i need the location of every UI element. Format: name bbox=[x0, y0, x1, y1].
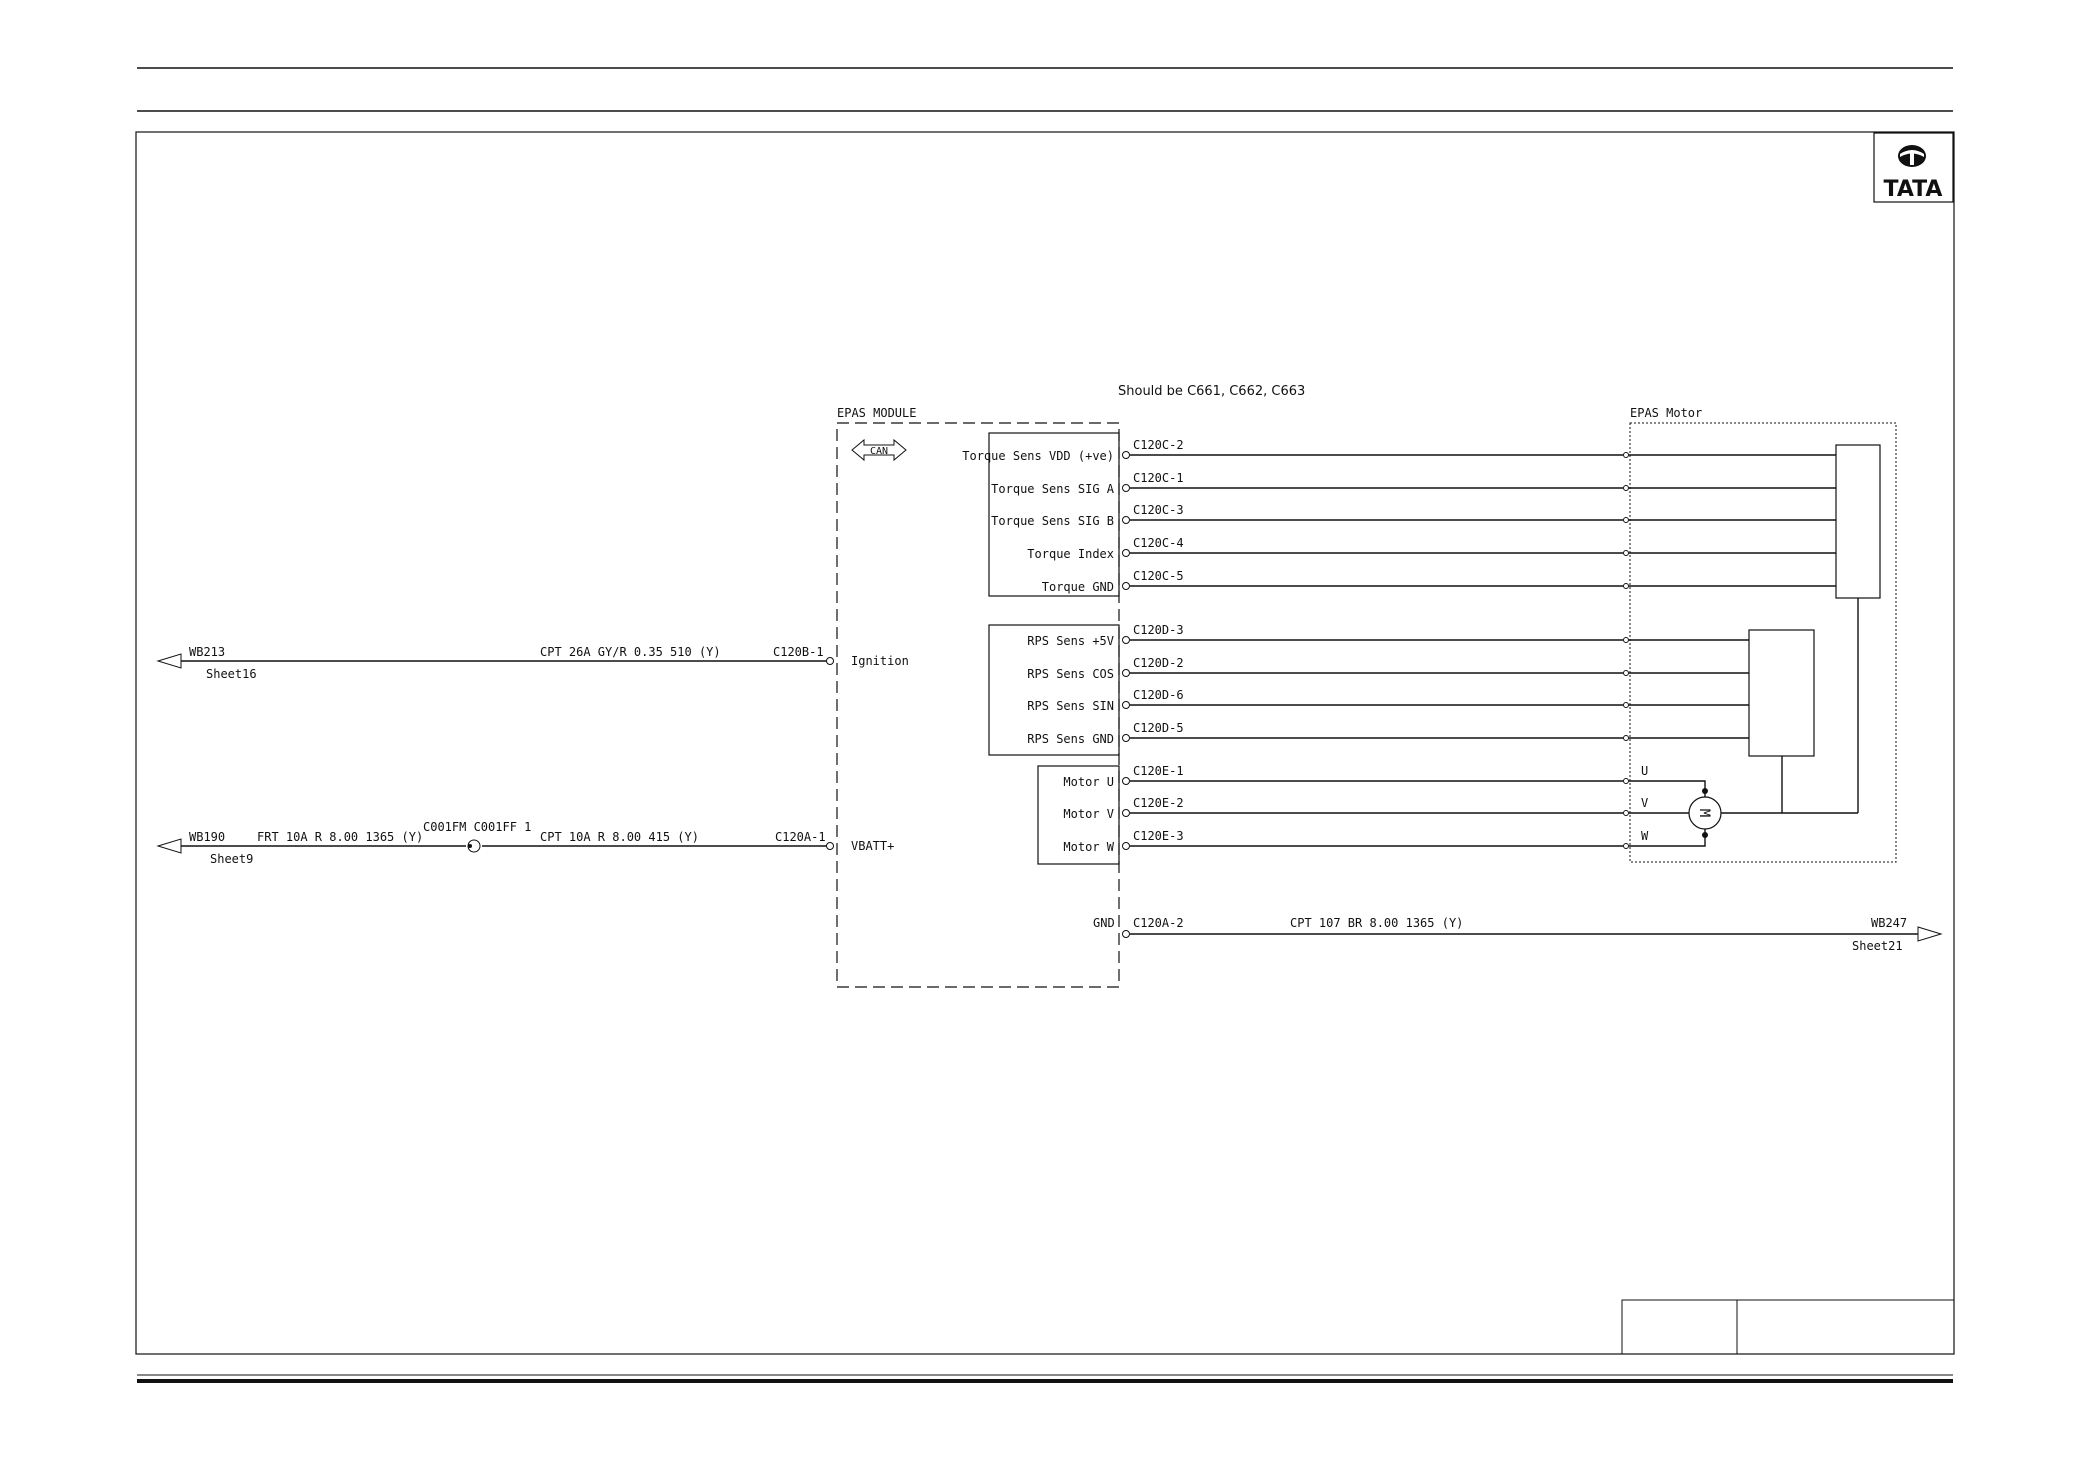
ground-wire[interactable]: GND C120A-2 CPT 107 BR 8.00 1365 (Y) WB2… bbox=[1093, 916, 1943, 953]
torque-pin-terminal bbox=[1122, 451, 1130, 459]
torque-pin-label: Torque Sens SIG A bbox=[991, 482, 1115, 496]
tata-logo: TATA bbox=[1873, 132, 1954, 203]
torque-pin-terminal bbox=[1122, 484, 1130, 492]
torque-pin-label: Torque Index bbox=[1027, 547, 1114, 561]
torque-pin-terminal bbox=[1122, 516, 1130, 524]
torque-pin-connector: C120C-2 bbox=[1133, 438, 1184, 452]
rps-pin-connector: C120D-2 bbox=[1133, 656, 1184, 670]
ignition-offsheet-arrow-icon bbox=[156, 653, 182, 669]
ground-ref: WB247 bbox=[1871, 916, 1907, 930]
rps-pin-label: RPS Sens COS bbox=[1027, 667, 1114, 681]
ground-label: GND bbox=[1093, 916, 1115, 930]
motor-drive-box bbox=[1037, 765, 1120, 865]
torque-sensor-element bbox=[1835, 444, 1881, 599]
motor-phase-label: V bbox=[1641, 796, 1648, 810]
logo-wordmark: TATA bbox=[1884, 177, 1943, 202]
rps-pin-terminal bbox=[1122, 734, 1130, 742]
tata-emblem-icon bbox=[1898, 145, 1926, 167]
motor-pin-label: Motor W bbox=[1063, 840, 1114, 854]
ignition-sheet: Sheet16 bbox=[206, 667, 257, 681]
torque-pin-terminal bbox=[1122, 549, 1130, 557]
rps-pin-terminal bbox=[1122, 701, 1130, 709]
ignition-spec: CPT 26A GY/R 0.35 510 (Y) bbox=[540, 645, 721, 659]
epas-motor-box bbox=[1629, 422, 1897, 863]
epas-motor-title: EPAS Motor bbox=[1630, 406, 1702, 420]
motor-pin-label: Motor U bbox=[1063, 775, 1114, 789]
title-block bbox=[1621, 1299, 1955, 1355]
motor-pin-terminal bbox=[1122, 777, 1130, 785]
motor-phase-label: W bbox=[1641, 829, 1649, 843]
ground-connector: C120A-2 bbox=[1133, 916, 1184, 930]
rps-resolver-element bbox=[1748, 629, 1815, 757]
can-label: CAN bbox=[870, 446, 888, 457]
rps-pin-terminal bbox=[1122, 669, 1130, 677]
rps-wire-junction bbox=[1623, 735, 1629, 741]
torque-wire-junction bbox=[1623, 485, 1629, 491]
motor-pin-connector: C120E-2 bbox=[1133, 796, 1184, 810]
vbatt-connector: C120A-1 bbox=[775, 830, 826, 844]
torque-pin-connector: C120C-1 bbox=[1133, 471, 1184, 485]
torque-sensor-box bbox=[988, 432, 1120, 597]
motor-pin-terminal bbox=[1122, 809, 1130, 817]
connector-note: Should be C661, C662, C663 bbox=[1118, 384, 1305, 399]
rps-pin-connector: C120D-3 bbox=[1133, 623, 1184, 637]
vbatt-inline-connector: C001FM C001FF 1 bbox=[423, 820, 531, 834]
vbatt-label: VBATT+ bbox=[851, 839, 894, 853]
torque-pin-connector: C120C-4 bbox=[1133, 536, 1184, 550]
vbatt-sheet: Sheet9 bbox=[210, 852, 253, 866]
vbatt-spec-left: FRT 10A R 8.00 1365 (Y) bbox=[257, 830, 423, 844]
ignition-connector: C120B-1 bbox=[773, 645, 824, 659]
motor-pin-connector: C120E-1 bbox=[1133, 764, 1184, 778]
torque-pin-label: Torque GND bbox=[1042, 580, 1114, 594]
torque-wire-junction bbox=[1623, 452, 1629, 458]
ground-spec: CPT 107 BR 8.00 1365 (Y) bbox=[1290, 916, 1463, 930]
ignition-ref: WB213 bbox=[189, 645, 225, 659]
vbatt-wire[interactable]: WB190 Sheet9 FRT 10A R 8.00 1365 (Y) C00… bbox=[156, 820, 894, 866]
rps-pin-label: RPS Sens +5V bbox=[1027, 634, 1114, 648]
motor-pin-label: Motor V bbox=[1063, 807, 1114, 821]
vbatt-ref: WB190 bbox=[189, 830, 225, 844]
rps-pin-connector: C120D-5 bbox=[1133, 721, 1184, 735]
inline-connector-icon bbox=[467, 839, 481, 853]
motor-pin-terminal bbox=[1122, 842, 1130, 850]
epas-module-title: EPAS MODULE bbox=[837, 406, 916, 420]
torque-wire-junction bbox=[1623, 517, 1629, 523]
torque-wire-junction bbox=[1623, 550, 1629, 556]
rps-sensor-box bbox=[988, 624, 1120, 756]
can-bus-arrow-icon: CAN bbox=[851, 438, 907, 462]
rps-pin-connector: C120D-6 bbox=[1133, 688, 1184, 702]
motor-symbol-icon: M bbox=[1688, 788, 1858, 838]
motor-wire-junction bbox=[1623, 810, 1629, 816]
vbatt-spec-right: CPT 10A R 8.00 415 (Y) bbox=[540, 830, 699, 844]
ignition-wire[interactable]: WB213 Sheet16 CPT 26A GY/R 0.35 510 (Y) … bbox=[156, 645, 909, 681]
motor-phase-wire bbox=[1629, 837, 1706, 847]
torque-pin-connector: C120C-3 bbox=[1133, 503, 1184, 517]
torque-wire-junction bbox=[1623, 583, 1629, 589]
rps-wire-junction bbox=[1623, 637, 1629, 643]
rps-pin-label: RPS Sens GND bbox=[1027, 732, 1114, 746]
torque-pin-label: Torque Sens SIG B bbox=[991, 514, 1114, 528]
motor-wire-junction bbox=[1623, 843, 1629, 849]
vbatt-offsheet-arrow-icon bbox=[156, 838, 182, 854]
drawing-frame bbox=[135, 131, 1955, 1355]
motor-wire-junction bbox=[1623, 778, 1629, 784]
ground-sheet: Sheet21 bbox=[1852, 939, 1903, 953]
torque-pin-terminal bbox=[1122, 582, 1130, 590]
torque-pin-label: Torque Sens VDD (+ve) bbox=[962, 449, 1114, 463]
rps-wire-junction bbox=[1623, 702, 1629, 708]
motor-pin-connector: C120E-3 bbox=[1133, 829, 1184, 843]
motor-letter: M bbox=[1696, 809, 1712, 817]
rps-wire-junction bbox=[1623, 670, 1629, 676]
ignition-label: Ignition bbox=[851, 654, 909, 668]
rps-pin-label: RPS Sens SIN bbox=[1027, 699, 1114, 713]
rps-pin-terminal bbox=[1122, 636, 1130, 644]
ground-offsheet-arrow-icon bbox=[1917, 926, 1943, 942]
motor-phase-wire bbox=[1629, 780, 1706, 789]
torque-pin-connector: C120C-5 bbox=[1133, 569, 1184, 583]
motor-phase-label: U bbox=[1641, 764, 1648, 778]
